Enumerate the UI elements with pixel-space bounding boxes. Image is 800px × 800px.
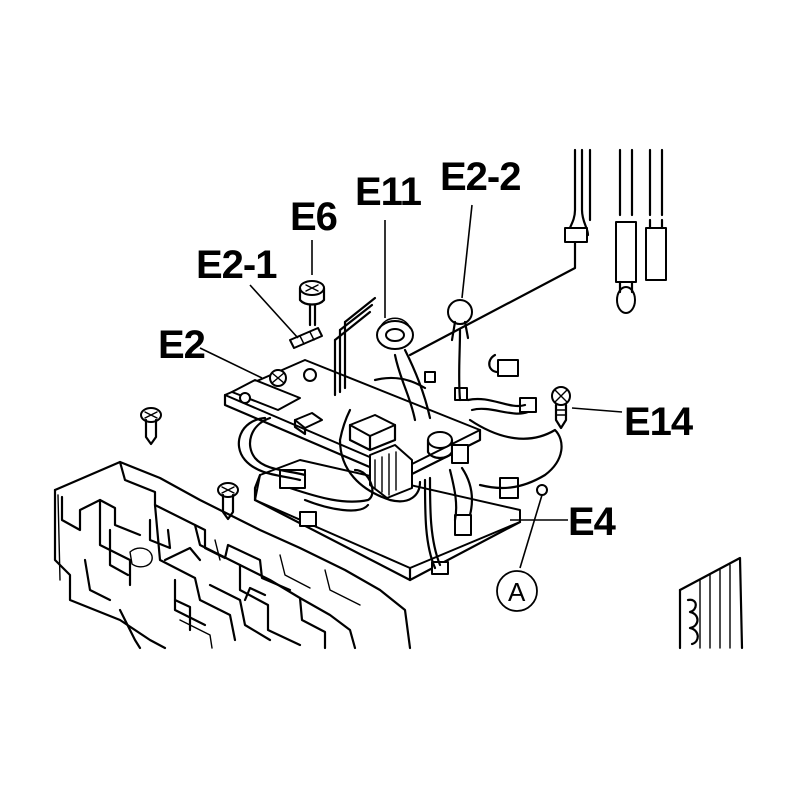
e2-1-fuse (289, 327, 323, 349)
pcb-board (253, 459, 522, 582)
e2-2-disc (447, 299, 473, 342)
label-e2: E2 (158, 323, 205, 367)
label-e2-2: E2-2 (440, 155, 521, 199)
e14-screw (551, 386, 571, 430)
left-screw-2 (217, 482, 239, 521)
fasteners (140, 280, 571, 521)
left-screw-1 (140, 407, 162, 446)
marker-a-circle (496, 570, 538, 612)
heat-exchanger (678, 556, 744, 650)
mounting-bracket (231, 379, 301, 411)
label-e11: E11 (355, 170, 422, 214)
e4-clip (536, 484, 548, 496)
upper-pcb (223, 359, 482, 482)
leader-lines (199, 204, 623, 569)
label-e6: E6 (290, 195, 337, 239)
callout-labels: E2 E2-1 E6 E11 E2-2 E14 E4 A (158, 155, 695, 612)
chassis-frame (53, 460, 412, 650)
label-a: A (508, 577, 526, 607)
label-e2-1: E2-1 (196, 243, 277, 287)
sensor-leads (564, 148, 667, 314)
e6-screw (298, 280, 326, 327)
label-e14: E14 (624, 400, 694, 444)
label-e4: E4 (568, 500, 617, 544)
wire-harness (237, 238, 577, 570)
